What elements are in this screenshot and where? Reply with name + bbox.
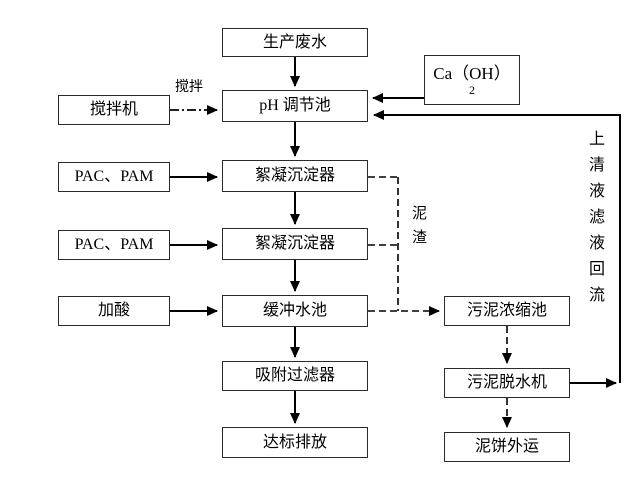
node-production-wastewater: 生产废水 (222, 28, 368, 57)
label-sludge-residue: 泥渣 (410, 205, 426, 253)
node-buffer-pool: 缓冲水池 (222, 295, 368, 327)
node-mixer: 搅拌机 (58, 95, 170, 125)
node-pac-pam-2: PAC、PAM (58, 230, 170, 260)
node-flocculation-settler-2: 絮凝沉淀器 (222, 228, 368, 260)
node-acid: 加酸 (58, 296, 170, 326)
label-supernatant-return: 上清液滤液回流 (586, 130, 603, 312)
node-flocculation-settler-1: 絮凝沉淀器 (222, 160, 368, 192)
node-discharge: 达标排放 (222, 427, 368, 458)
node-adsorption-filter: 吸附过滤器 (222, 361, 368, 391)
arrow-return-to-ph (373, 110, 621, 383)
label-stirring: 搅拌 (175, 80, 203, 95)
node-ph-adjustment-pool: pH 调节池 (222, 90, 368, 122)
node-pac-pam-1: PAC、PAM (58, 162, 170, 192)
node-sludge-dewatering: 污泥脱水机 (444, 368, 570, 398)
caoh-formula: Ca（OH） (433, 63, 511, 83)
node-mud-cake-transport: 泥饼外运 (444, 432, 570, 462)
caoh-subscript: 2 (469, 83, 475, 98)
node-sludge-thickener: 污泥浓缩池 (444, 296, 570, 326)
node-calcium-hydroxide: Ca（OH） 2 (424, 55, 520, 105)
